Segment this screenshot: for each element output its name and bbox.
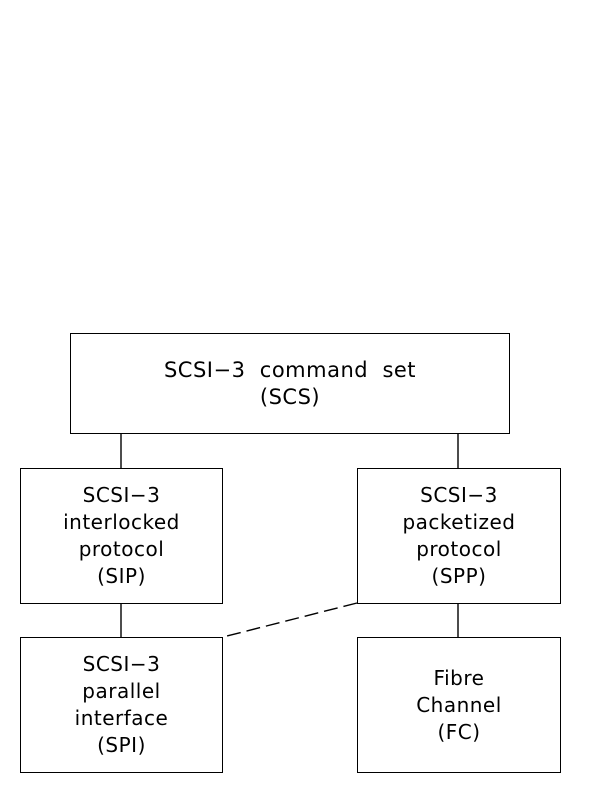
sip-box: SCSI−3 interlocked protocol (SIP) bbox=[20, 468, 223, 604]
fc-label-line-2: Channel bbox=[416, 692, 502, 717]
spi-label-line-2: parallel bbox=[82, 679, 161, 703]
sip-label-line-3: protocol bbox=[78, 537, 165, 561]
spp-label-line-1: SCSI−3 bbox=[420, 483, 498, 507]
scs-label-line-1: SCSI−3 command set bbox=[163, 357, 417, 382]
spp-label-line-4: (SPP) bbox=[431, 564, 487, 588]
scs-box: SCSI−3 command set (SCS) bbox=[70, 333, 510, 434]
spp-box: SCSI−3 packetized protocol (SPP) bbox=[357, 468, 561, 604]
sip-label-line-4: (SIP) bbox=[97, 564, 146, 588]
spi-label-line-4: (SPI) bbox=[97, 733, 146, 757]
spi-label-line-3: interface bbox=[74, 706, 169, 730]
fc-label-line-3: (FC) bbox=[437, 719, 481, 744]
spp-label-line-3: protocol bbox=[416, 537, 502, 561]
spi-box: SCSI−3 parallel interface (SPI) bbox=[20, 637, 223, 773]
fc-box: Fibre Channel (FC) bbox=[357, 637, 561, 773]
fc-label-line-1: Fibre bbox=[433, 665, 485, 690]
spi-label-line-1: SCSI−3 bbox=[82, 652, 161, 676]
scs-label-line-2: (SCS) bbox=[259, 384, 321, 409]
spp-label-line-2: packetized bbox=[402, 510, 516, 534]
dashed-connector-spp-spi bbox=[222, 602, 358, 638]
sip-label-line-2: interlocked bbox=[63, 510, 180, 534]
sip-label-line-1: SCSI−3 bbox=[82, 483, 161, 507]
